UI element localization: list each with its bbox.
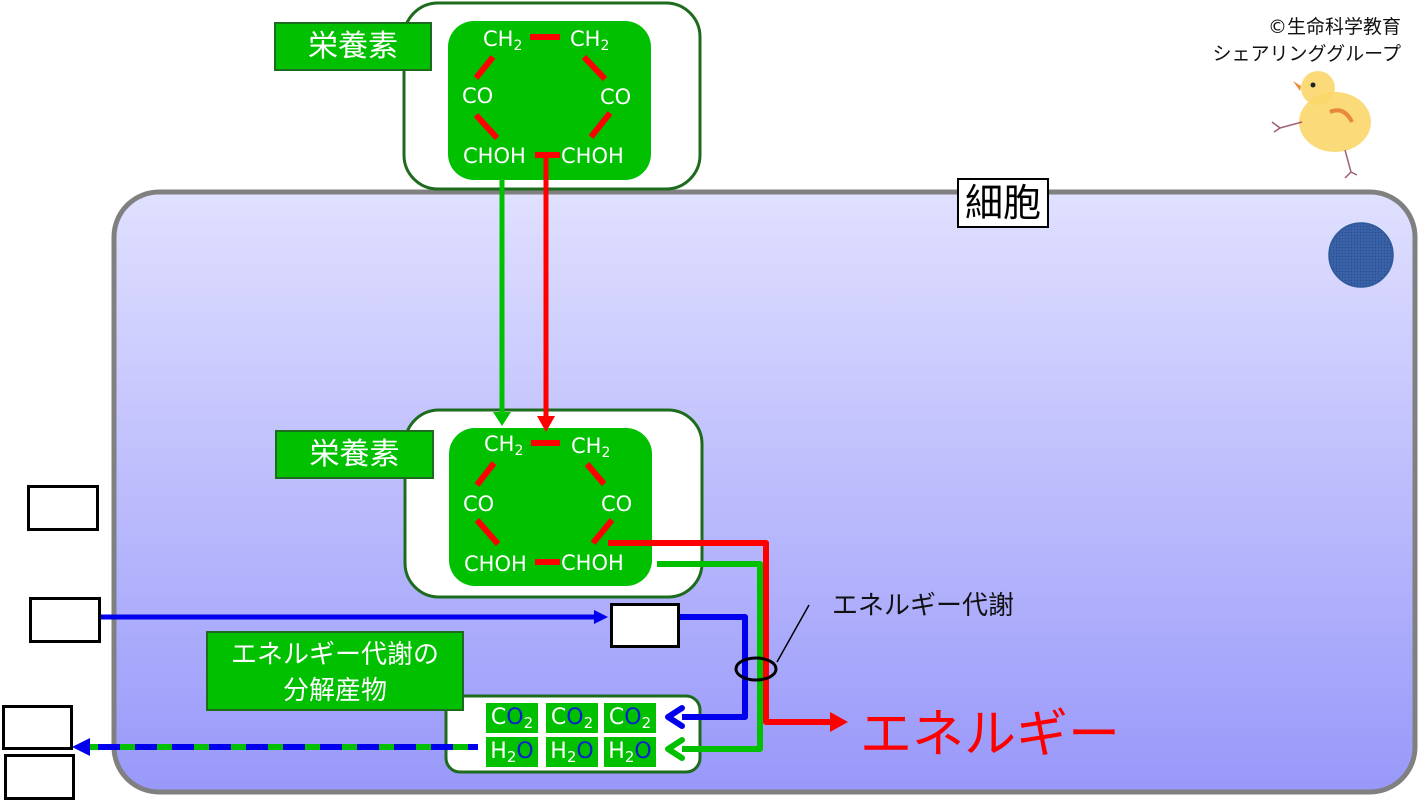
co2-molecule: CO2 <box>604 703 656 733</box>
excretion-arrow <box>72 738 478 756</box>
h2o-molecule: H2O <box>604 737 656 767</box>
co2-arrowhead <box>665 705 685 729</box>
energy-arrowhead <box>830 712 848 732</box>
cell-label: 細胞 <box>957 178 1050 228</box>
atom-co-left: CO <box>463 492 495 516</box>
nutrient-outside-label: 栄養素 <box>274 22 432 71</box>
bonds-outside <box>473 34 613 158</box>
blank-box-excretion-1[interactable] <box>2 705 73 750</box>
co2-molecule: CO2 <box>486 703 538 733</box>
uptake-arrow-red <box>537 158 555 432</box>
co2-path <box>678 614 748 720</box>
atom-co-right: CO <box>601 492 633 516</box>
atom-co-right: CO <box>600 85 632 109</box>
h2o-arrowhead <box>665 737 685 761</box>
h2o-molecule: H2O <box>486 737 538 767</box>
h2o-path <box>657 561 763 752</box>
nutrient-inside-label: 栄養素 <box>275 430 434 479</box>
metabolism-bundle-ellipse <box>734 656 778 682</box>
molecule-inside-bg <box>449 428 652 586</box>
atom-ch2-right: CH2 <box>571 434 611 461</box>
nucleus <box>1328 222 1394 288</box>
annotation-pointer <box>776 604 810 663</box>
blank-box-oxygen-source[interactable] <box>29 597 101 643</box>
energy-label: エネルギー <box>860 705 1121 765</box>
blank-box-top-left[interactable] <box>27 485 99 531</box>
credit-line-2: シェアリンググループ <box>1212 43 1401 65</box>
products-label: エネルギー代謝の 分解産物 <box>206 631 464 711</box>
molecule-outside-bg <box>448 21 651 180</box>
metabolism-annotation: エネルギー代謝 <box>832 591 1015 621</box>
credit-line-1: ©生命科学教育 <box>1267 16 1401 38</box>
h2o-molecule: H2O <box>546 737 598 767</box>
atom-choh-right: CHOH <box>561 551 624 575</box>
atom-ch2-left: CH2 <box>484 432 524 459</box>
copyright-credit: ©生命科学教育 シェアリンググループ <box>1213 14 1401 68</box>
products-label-line-1: エネルギー代謝の <box>230 640 439 670</box>
atom-choh-left: CHOH <box>463 144 526 168</box>
products-label-line-2: 分解産物 <box>282 676 387 706</box>
atom-co-left: CO <box>462 84 494 108</box>
bonds-inside <box>474 440 615 565</box>
atom-ch2-left: CH2 <box>483 27 523 54</box>
oxygen-input-arrow <box>100 610 608 624</box>
energy-path <box>608 540 834 725</box>
blank-box-oxygen-inside[interactable] <box>610 603 680 648</box>
co2-molecule: CO2 <box>546 703 598 733</box>
blank-box-excretion-2[interactable] <box>4 754 75 800</box>
atom-choh-left: CHOH <box>464 552 527 576</box>
atom-ch2-right: CH2 <box>570 27 610 54</box>
atom-choh-right: CHOH <box>561 144 624 168</box>
uptake-arrow-green <box>493 180 511 426</box>
